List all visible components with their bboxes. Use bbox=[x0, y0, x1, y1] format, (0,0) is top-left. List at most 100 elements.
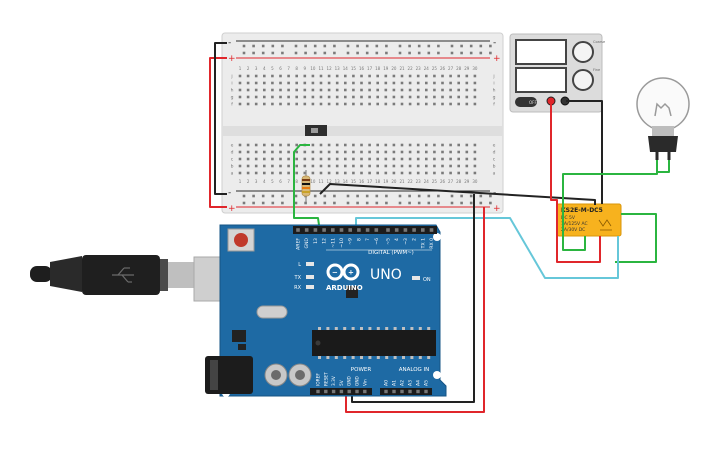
breadboard-hole[interactable] bbox=[246, 88, 250, 92]
breadboard-hole[interactable] bbox=[295, 81, 298, 85]
breadboard-hole[interactable] bbox=[327, 95, 331, 99]
breadboard-hole[interactable] bbox=[360, 157, 363, 161]
breadboard-hole[interactable] bbox=[279, 102, 282, 106]
breadboard-hole[interactable] bbox=[246, 150, 250, 154]
breadboard-hole[interactable] bbox=[238, 164, 242, 168]
wire-black-rail-link[interactable] bbox=[214, 42, 227, 195]
breadboard-hole[interactable] bbox=[360, 164, 363, 168]
breadboard-hole[interactable] bbox=[457, 171, 460, 175]
breadboard-hole[interactable] bbox=[465, 150, 469, 154]
breadboard-hole[interactable] bbox=[368, 74, 371, 78]
breadboard-hole[interactable] bbox=[263, 150, 266, 154]
reset-button[interactable] bbox=[234, 233, 248, 247]
breadboard-hole[interactable] bbox=[433, 74, 436, 78]
rail-hole[interactable] bbox=[271, 44, 275, 48]
breadboard-hole[interactable] bbox=[384, 102, 388, 106]
power-pin-hole[interactable] bbox=[331, 389, 336, 394]
breadboard-hole[interactable] bbox=[473, 81, 477, 85]
power-pin-hole[interactable] bbox=[363, 389, 367, 394]
breadboard-hole[interactable] bbox=[416, 74, 420, 78]
breadboard-hole[interactable] bbox=[303, 74, 307, 78]
breadboard-hole[interactable] bbox=[344, 157, 347, 161]
breadboard-hole[interactable] bbox=[465, 102, 469, 106]
breadboard-hole[interactable] bbox=[263, 157, 266, 161]
breadboard-hole[interactable] bbox=[344, 164, 347, 168]
breadboard-hole[interactable] bbox=[400, 157, 404, 161]
breadboard-hole[interactable] bbox=[449, 102, 452, 106]
breadboard-hole[interactable] bbox=[425, 143, 428, 147]
breadboard-hole[interactable] bbox=[254, 157, 258, 161]
breadboard-hole[interactable] bbox=[279, 95, 282, 99]
digital-pin-hole[interactable] bbox=[331, 228, 335, 232]
rail-hole[interactable] bbox=[304, 44, 307, 48]
coarse-knob[interactable] bbox=[572, 41, 594, 63]
breadboard-hole[interactable] bbox=[335, 150, 339, 154]
breadboard-hole[interactable] bbox=[384, 81, 388, 85]
rail-hole[interactable] bbox=[408, 44, 411, 48]
breadboard-hole[interactable] bbox=[295, 143, 298, 147]
breadboard-hole[interactable] bbox=[376, 171, 379, 175]
rail-hole[interactable] bbox=[385, 194, 388, 198]
wire-green-bulb-return[interactable] bbox=[615, 160, 670, 263]
breadboard-hole[interactable] bbox=[335, 102, 339, 106]
breadboard-hole[interactable] bbox=[254, 143, 258, 147]
digital-pin-hole[interactable] bbox=[296, 228, 300, 232]
breadboard-hole[interactable] bbox=[368, 171, 371, 175]
breadboard-hole[interactable] bbox=[271, 88, 274, 92]
breadboard-hole[interactable] bbox=[295, 171, 298, 175]
breadboard-hole[interactable] bbox=[400, 74, 404, 78]
breadboard-hole[interactable] bbox=[238, 74, 242, 78]
rail-hole[interactable] bbox=[294, 51, 298, 55]
breadboard-hole[interactable] bbox=[311, 81, 315, 85]
breadboard-hole[interactable] bbox=[246, 143, 250, 147]
rail-hole[interactable] bbox=[333, 51, 336, 55]
breadboard-hole[interactable] bbox=[319, 143, 323, 147]
breadboard-hole[interactable] bbox=[400, 95, 404, 99]
rail-hole[interactable] bbox=[323, 194, 327, 198]
breadboard-hole[interactable] bbox=[425, 157, 428, 161]
digital-pin-hole[interactable] bbox=[357, 228, 361, 232]
breadboard-hole[interactable] bbox=[327, 88, 331, 92]
rail-hole[interactable] bbox=[450, 51, 454, 55]
digital-pin-hole[interactable] bbox=[365, 228, 370, 232]
rail-hole[interactable] bbox=[294, 201, 298, 205]
rail-hole[interactable] bbox=[365, 201, 369, 205]
breadboard-hole[interactable] bbox=[287, 95, 290, 99]
breadboard-hole[interactable] bbox=[352, 157, 355, 161]
rail-hole[interactable] bbox=[469, 51, 473, 55]
breadboard-hole[interactable] bbox=[425, 171, 428, 175]
rail-hole[interactable] bbox=[252, 51, 255, 55]
breadboard-hole[interactable] bbox=[287, 171, 290, 175]
breadboard-hole[interactable] bbox=[376, 150, 379, 154]
breadboard-hole[interactable] bbox=[457, 102, 460, 106]
breadboard-hole[interactable] bbox=[376, 74, 379, 78]
rail-hole[interactable] bbox=[398, 201, 402, 205]
breadboard-hole[interactable] bbox=[238, 171, 242, 175]
breadboard-hole[interactable] bbox=[319, 81, 323, 85]
breadboard-hole[interactable] bbox=[433, 88, 436, 92]
rail-hole[interactable] bbox=[281, 44, 284, 48]
breadboard-hole[interactable] bbox=[246, 74, 250, 78]
rail-hole[interactable] bbox=[346, 44, 350, 48]
rail-hole[interactable] bbox=[242, 194, 246, 198]
analog-pin-hole[interactable] bbox=[408, 389, 412, 394]
breadboard-hole[interactable] bbox=[319, 102, 323, 106]
rail-hole[interactable] bbox=[313, 194, 317, 198]
breadboard-hole[interactable] bbox=[433, 157, 436, 161]
digital-pin-hole[interactable] bbox=[313, 228, 318, 232]
breadboard-hole[interactable] bbox=[368, 164, 371, 168]
breadboard-hole[interactable] bbox=[360, 171, 363, 175]
breadboard-hole[interactable] bbox=[384, 150, 388, 154]
breadboard-hole[interactable] bbox=[279, 164, 282, 168]
rail-hole[interactable] bbox=[252, 44, 255, 48]
breadboard-hole[interactable] bbox=[408, 150, 412, 154]
breadboard-hole[interactable] bbox=[384, 95, 388, 99]
breadboard-hole[interactable] bbox=[473, 157, 477, 161]
breadboard-hole[interactable] bbox=[246, 102, 250, 106]
rail-hole[interactable] bbox=[427, 194, 431, 198]
digital-pin-hole[interactable] bbox=[374, 228, 379, 232]
breadboard-hole[interactable] bbox=[335, 95, 339, 99]
breadboard-hole[interactable] bbox=[344, 95, 347, 99]
rail-hole[interactable] bbox=[427, 201, 431, 205]
rail-hole[interactable] bbox=[437, 51, 440, 55]
